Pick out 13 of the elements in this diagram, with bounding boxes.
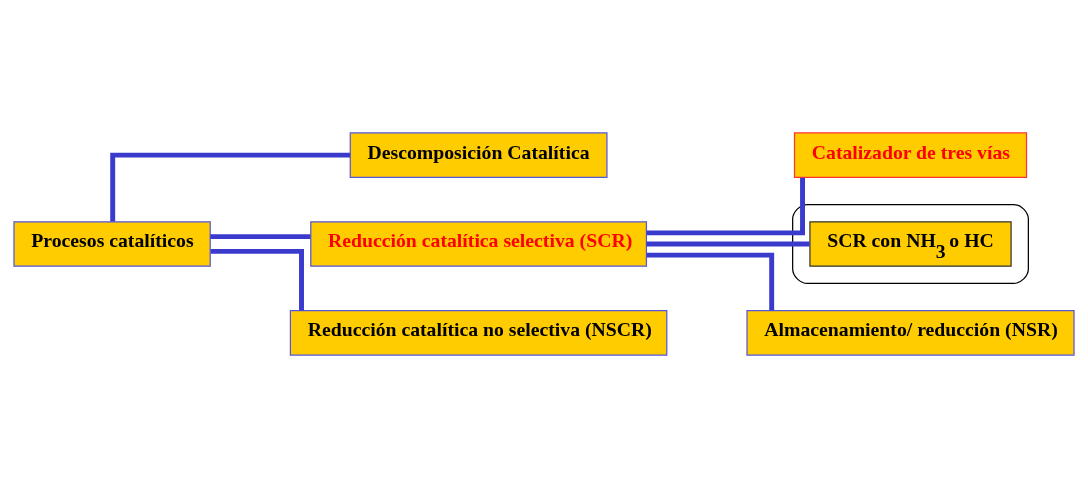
connector (646, 252, 775, 310)
node-box: Procesos catalíticos (13, 220, 211, 267)
cluster (792, 203, 1029, 284)
connector (210, 233, 311, 239)
node-box: Reducción catalítica no selectiva (NSCR) (289, 309, 668, 356)
connector (110, 152, 351, 222)
node-box: Descomposición Catalítica (349, 131, 608, 178)
connector (210, 248, 304, 311)
node-box: Reducción catalítica selectiva (SCR) (310, 220, 648, 267)
connector (646, 177, 805, 235)
connector (646, 241, 810, 246)
node-box: Catalizador de tres vías (793, 131, 1028, 178)
node-box: Almacenamiento/ reducción (NSR) (746, 309, 1075, 356)
